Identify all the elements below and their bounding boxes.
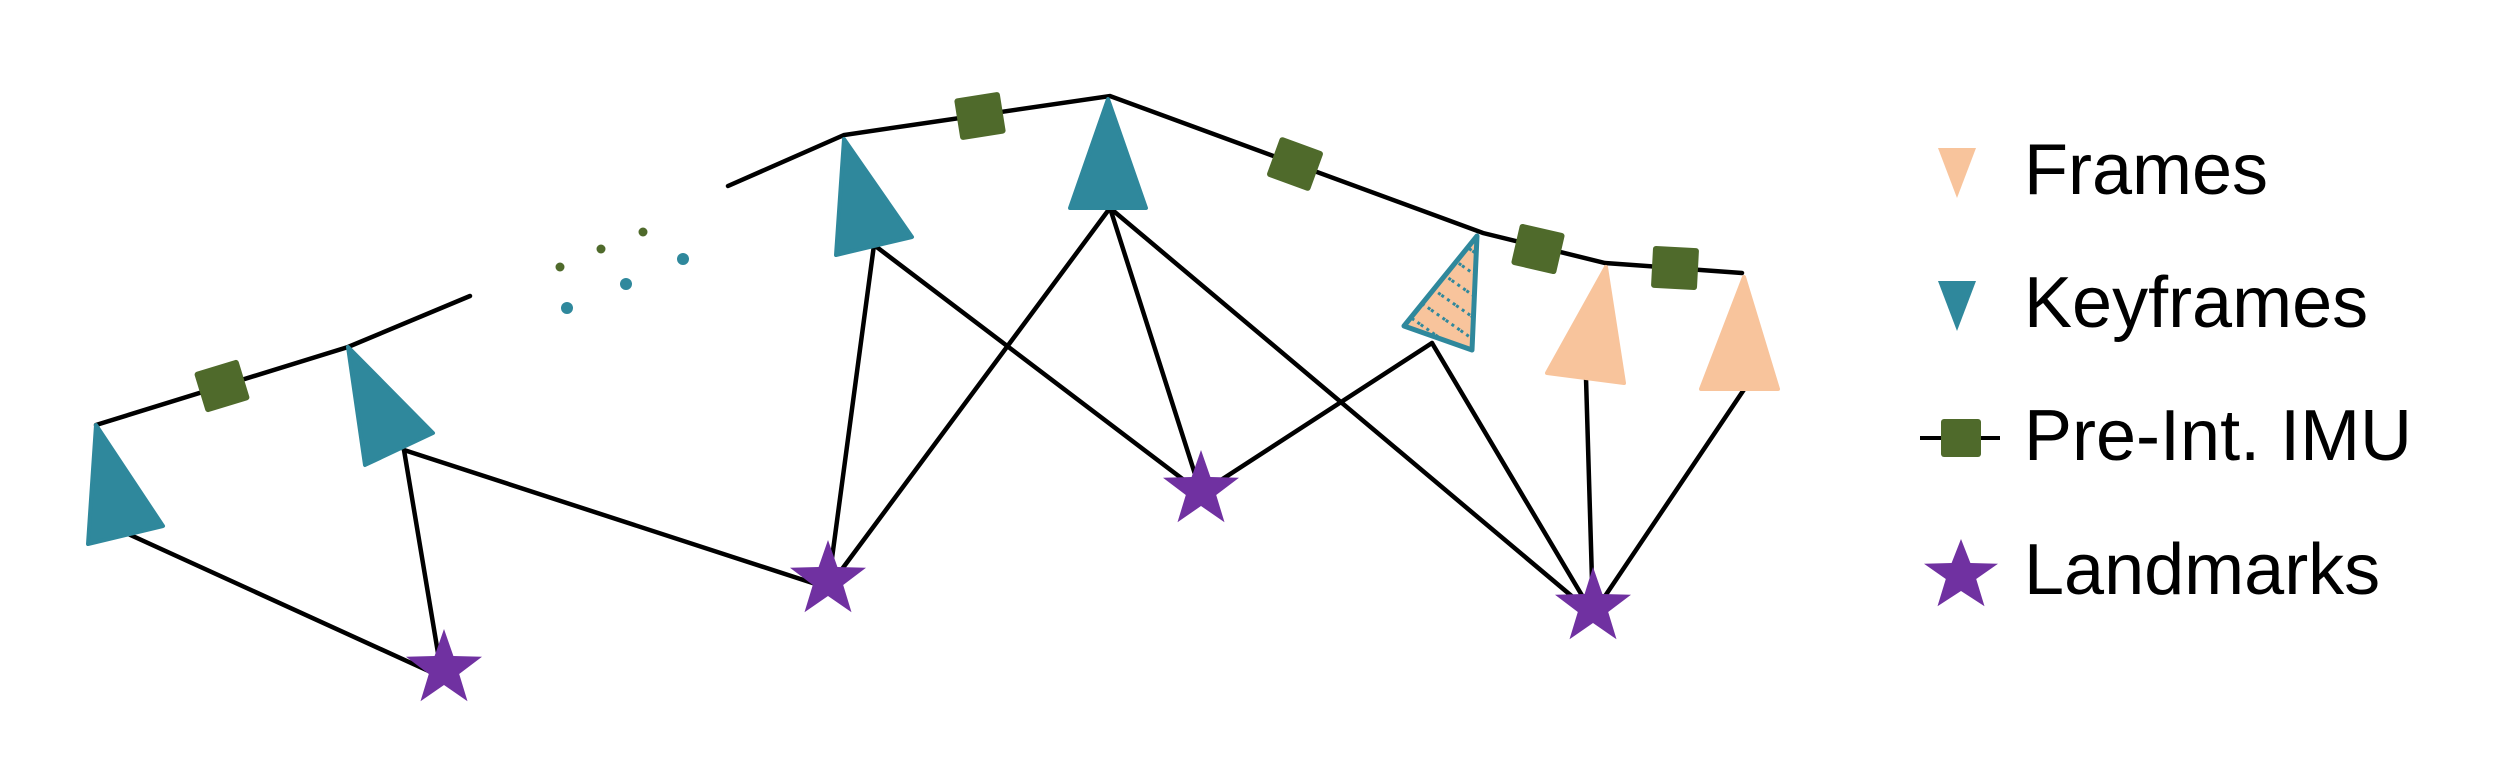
imu-factor-square <box>1651 245 1699 291</box>
observation-edge <box>871 242 1204 496</box>
landmark-star <box>406 629 482 702</box>
landmark-star <box>1163 450 1239 523</box>
preintegrated-imu-square-icon <box>1920 419 2000 457</box>
imu-edge-left-segment <box>93 293 473 428</box>
frame-triangle <box>1545 265 1626 385</box>
landmark-star <box>790 540 866 613</box>
hatched-keyframe-triangle <box>1401 233 1480 353</box>
ellipsis-dot <box>561 302 573 314</box>
ellipsis-dot <box>638 227 648 237</box>
legend-item-preint-imu: Pre-Int. IMU <box>1920 386 2480 486</box>
observation-edges <box>123 205 1748 681</box>
observation-edge <box>1107 205 1596 617</box>
landmarks <box>406 450 1631 702</box>
legend-item-keyframes: Keyframes <box>1920 253 2480 353</box>
observation-edge <box>825 242 877 591</box>
legend-label-preint-imu: Pre-Int. IMU <box>2024 396 2413 476</box>
observation-edge <box>825 205 1113 591</box>
frame-triangle <box>1699 275 1780 391</box>
observation-edge <box>1107 205 1204 496</box>
observation-edge <box>401 447 441 656</box>
observation-edge <box>1590 385 1748 617</box>
imu-factor-square <box>194 359 250 413</box>
legend-label-landmarks: Landmarks <box>2024 530 2381 610</box>
landmark-star-icon <box>1924 539 1998 607</box>
imu-factor-square <box>1267 137 1323 191</box>
keyframe-triangle <box>86 423 165 546</box>
landmark-star <box>1555 567 1631 640</box>
ellipsis-dot <box>677 253 689 265</box>
imu-factor-square <box>1511 223 1565 275</box>
keyframe-triangle <box>834 137 914 257</box>
observation-edge <box>123 530 447 681</box>
ellipsis-dot <box>620 278 632 290</box>
keyframe-triangle-icon <box>1938 281 1976 331</box>
ellipsis-dot <box>555 262 565 272</box>
observation-edge <box>401 447 831 591</box>
legend-item-frames: Frames <box>1920 120 2480 220</box>
legend-label-frames: Frames <box>2024 130 2269 210</box>
keyframes <box>86 97 1148 546</box>
imu-trajectory-edges <box>93 93 1745 428</box>
observation-edge <box>1198 340 1435 496</box>
legend-label-keyframes: Keyframes <box>2024 263 2369 343</box>
frame-triangle-icon <box>1938 148 1976 198</box>
imu-factors <box>194 92 1699 413</box>
ellipsis-dot <box>596 244 606 254</box>
keyframe-triangle <box>346 345 435 467</box>
observation-edge <box>1429 340 1596 617</box>
trajectory-ellipsis-dots <box>555 227 689 314</box>
legend-item-landmarks: Landmarks <box>1920 520 2480 620</box>
imu-factor-square <box>954 92 1006 140</box>
frames <box>1545 265 1780 391</box>
keyframe-triangle <box>1068 97 1148 210</box>
